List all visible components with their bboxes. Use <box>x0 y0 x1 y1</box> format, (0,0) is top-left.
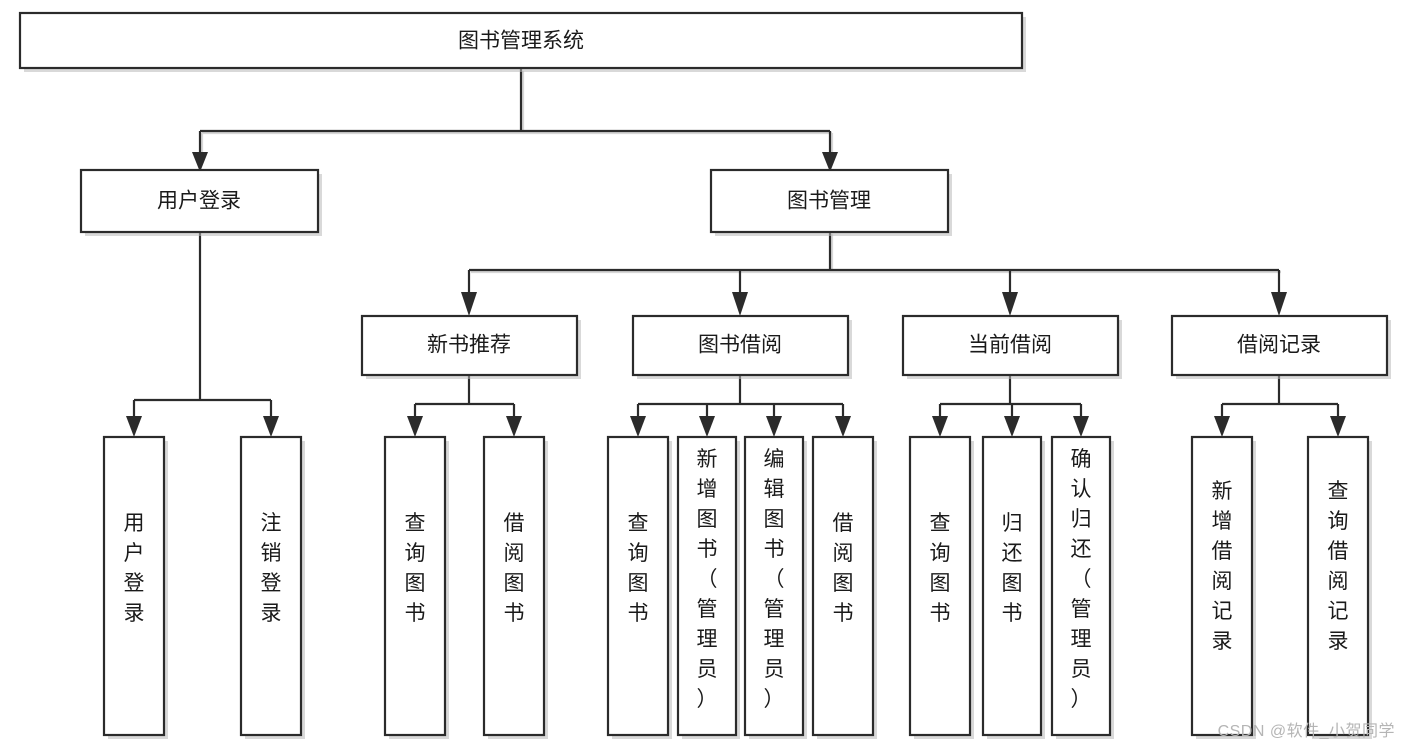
connector-bookborrow-to-leaves <box>630 375 851 437</box>
node-user-login[interactable]: 用户登录 <box>79 168 322 236</box>
leaf-borrow-book-rec-label: 借阅图书 <box>504 512 525 625</box>
leaf-query-book-rec-label: 查询图书 <box>405 512 426 625</box>
node-new-book-recommend-label: 新书推荐 <box>427 334 511 357</box>
leaf-edit-book[interactable]: 编辑图书（管理员） <box>743 435 807 739</box>
leaf-user-login-label: 用户登录 <box>124 512 145 625</box>
leaf-query-book-borrow-label: 查询图书 <box>628 512 649 625</box>
node-book-borrow[interactable]: 图书借阅 <box>631 314 852 379</box>
csdn-watermark: CSDN @软件_小贺同学 <box>1217 723 1395 740</box>
node-new-book-recommend[interactable]: 新书推荐 <box>360 314 581 379</box>
connector-borrowrecord-to-leaves <box>1214 375 1346 437</box>
node-root[interactable]: 图书管理系统 <box>18 11 1026 72</box>
node-current-borrow-label: 当前借阅 <box>968 334 1052 357</box>
connector-currentborrow-to-leaves <box>932 375 1089 437</box>
node-user-login-label: 用户登录 <box>157 190 241 213</box>
leaf-query-book-current-label: 查询图书 <box>930 512 951 625</box>
connector-userlogin-to-leaves <box>126 232 279 437</box>
leaf-query-record[interactable]: 查询借阅记录 <box>1306 435 1372 739</box>
leaf-logout[interactable]: 注销登录 <box>239 435 305 739</box>
leaf-borrow-book-label: 借阅图书 <box>833 512 854 625</box>
leaf-confirm-return[interactable]: 确认归还（管理员） <box>1050 435 1114 739</box>
leaf-add-record[interactable]: 新增借阅记录 <box>1190 435 1256 739</box>
leaf-query-book-rec[interactable]: 查询图书 <box>383 435 449 739</box>
node-book-manage[interactable]: 图书管理 <box>709 168 952 236</box>
leaf-return-book-label: 归还图书 <box>1002 512 1023 625</box>
connector-layer <box>126 68 1346 437</box>
node-current-borrow[interactable]: 当前借阅 <box>901 314 1122 379</box>
node-borrow-record[interactable]: 借阅记录 <box>1170 314 1391 379</box>
leaf-add-book[interactable]: 新增图书（管理员） <box>676 435 740 739</box>
connector-root-to-level2 <box>192 68 838 172</box>
node-borrow-record-label: 借阅记录 <box>1237 334 1321 357</box>
leaf-query-book-borrow[interactable]: 查询图书 <box>606 435 672 739</box>
leaf-borrow-book-rec[interactable]: 借阅图书 <box>482 435 548 739</box>
leaf-query-record-label: 查询借阅记录 <box>1328 480 1349 653</box>
connector-bookmanage-to-level3 <box>461 232 1287 316</box>
leaf-user-login[interactable]: 用户登录 <box>102 435 168 739</box>
leaf-logout-label: 注销登录 <box>261 512 282 625</box>
leaf-return-book[interactable]: 归还图书 <box>981 435 1045 739</box>
node-root-label: 图书管理系统 <box>458 30 584 53</box>
leaf-borrow-book[interactable]: 借阅图书 <box>811 435 877 739</box>
leaf-add-book-label: 新增图书（管理员） <box>697 448 718 711</box>
leaf-query-book-current[interactable]: 查询图书 <box>908 435 974 739</box>
leaf-confirm-return-label: 确认归还（管理员） <box>1071 448 1092 711</box>
node-book-manage-label: 图书管理 <box>787 190 871 213</box>
leaf-edit-book-label: 编辑图书（管理员） <box>764 448 785 711</box>
leaf-add-record-label: 新增借阅记录 <box>1212 480 1233 653</box>
connector-newbook-to-leaves <box>407 375 522 437</box>
node-book-borrow-label: 图书借阅 <box>698 334 782 357</box>
